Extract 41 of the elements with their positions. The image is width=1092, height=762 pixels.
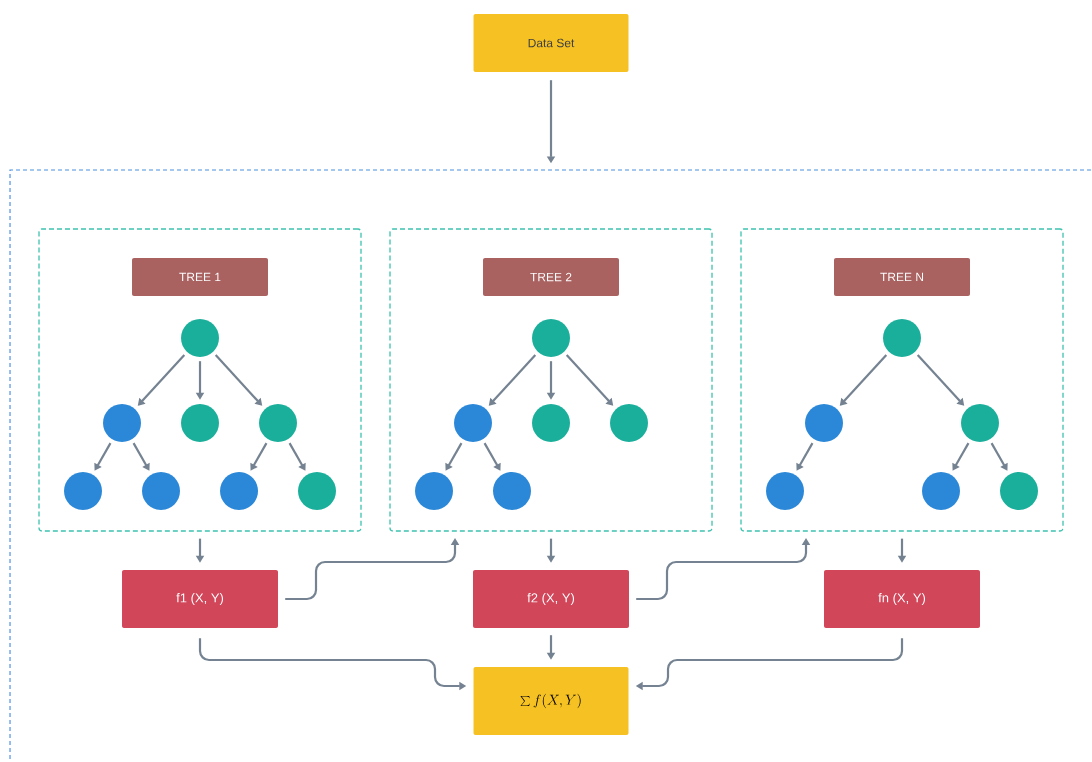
arrow [952, 442, 970, 471]
tree-node-circle [220, 472, 258, 510]
function-box: fn (X, Y) [824, 570, 980, 628]
tree-node-circle [298, 472, 336, 510]
function-box: f1 (X, Y) [122, 570, 278, 628]
tree-node-circle [532, 404, 570, 442]
arrow [445, 442, 463, 471]
arrow [483, 442, 501, 471]
tree-node-circle [454, 404, 492, 442]
tree-node-circle [883, 319, 921, 357]
tree-node-circle [1000, 472, 1038, 510]
arrow [990, 442, 1008, 471]
arrow [94, 442, 112, 471]
tree-node-circle [142, 472, 180, 510]
arrow [250, 442, 268, 471]
title-box: TREE 1 [132, 258, 268, 296]
tree-node-circle [493, 472, 531, 510]
tree-node-circle [415, 472, 453, 510]
tree-node-circle [181, 404, 219, 442]
tree-node-circle [610, 404, 648, 442]
arrow [796, 442, 814, 471]
tree-node-circle [766, 472, 804, 510]
tree-node-circle [961, 404, 999, 442]
tree-node-circle [64, 472, 102, 510]
function-box: f2 (X, Y) [473, 570, 629, 628]
title-box: TREE N [834, 258, 970, 296]
tree-node-circle [532, 319, 570, 357]
tree-node-circle [103, 404, 141, 442]
dashed-frame [9, 169, 1092, 762]
tree-frame [389, 228, 713, 532]
title-box: TREE 2 [483, 258, 619, 296]
process-box: Data Set [473, 14, 629, 72]
tree-node-circle [181, 319, 219, 357]
sum-box: $\sum f(X,Y)$ [473, 667, 629, 735]
tree-frame [38, 228, 362, 532]
tree-node-circle [259, 404, 297, 442]
arrow [132, 442, 150, 471]
tree-node-circle [805, 404, 843, 442]
tree-frame [740, 228, 1064, 532]
arrow [288, 442, 306, 471]
tree-node-circle [922, 472, 960, 510]
